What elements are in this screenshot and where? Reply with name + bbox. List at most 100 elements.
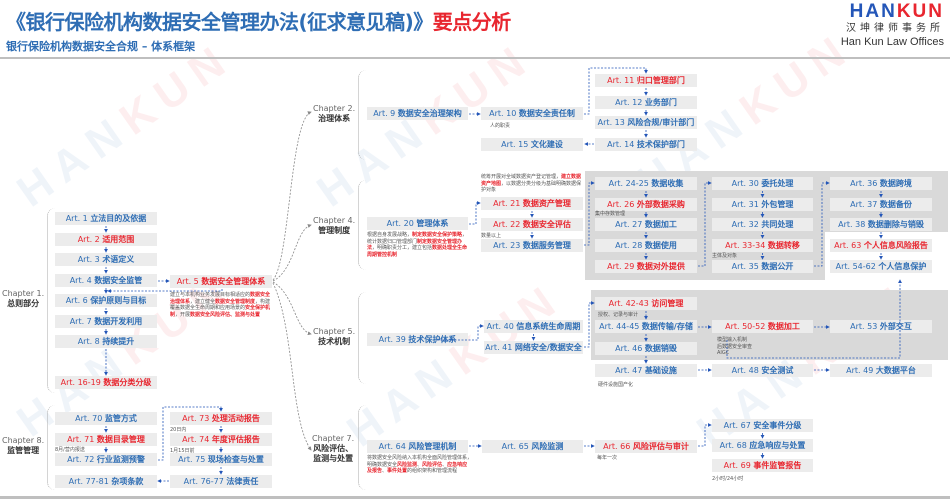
article-4-box: Art. 4 数据安全监管 <box>55 274 157 287</box>
arrow <box>469 201 481 225</box>
article-title: 管理体系 <box>416 219 449 228</box>
article-title: 现场检查与处置 <box>207 455 264 464</box>
article-74-box: Art. 74 年度评估报告 <box>170 433 272 446</box>
article-title: 术语定义 <box>102 255 135 264</box>
article-title: 数据安全治理架构 <box>397 109 462 118</box>
article-74-note: 1月15日前 <box>170 448 195 454</box>
note-segment: 、 <box>442 461 448 468</box>
article-73-box: Art. 73 处理活动报告 <box>170 412 272 425</box>
article-title: 数据公开 <box>761 262 794 271</box>
note-segment: ，明确职责分工，建立包括 <box>372 245 433 251</box>
chapter-8-brace <box>47 405 55 490</box>
article-number: Art. 14 <box>607 140 635 149</box>
article-title: 数据安全监管 <box>94 276 143 285</box>
article-number: Art. 15 <box>501 140 529 149</box>
article-title: 大数据平台 <box>875 366 916 375</box>
article-50-box: Art. 50-52 数据加工 <box>712 320 813 333</box>
article-number: Art. 30 <box>731 179 759 188</box>
article-number: Art. 65 <box>501 442 529 451</box>
article-number: Art. 31 <box>731 200 759 209</box>
arrow <box>698 181 712 267</box>
article-number: Art. 68 <box>719 441 747 450</box>
arrow <box>272 282 312 451</box>
arrow <box>158 406 223 461</box>
article-title: 数据资产管理 <box>522 199 571 208</box>
article-title: 法律责任 <box>226 477 259 486</box>
article-number: Art. 33-34 <box>725 241 766 250</box>
article-title: 数据使用 <box>644 241 677 250</box>
chapter-1-label: Chapter 1.总则部分 <box>2 289 45 308</box>
article-title: 应急响应与处置 <box>749 441 806 450</box>
article-number: Art. 12 <box>615 98 643 107</box>
article-30-box: Art. 30 委托处理 <box>712 177 813 190</box>
article-title: 安全事件分级 <box>753 421 802 430</box>
article-title: 数据收集 <box>651 179 684 188</box>
note-segment: ，统计数据归口管理部门 <box>367 232 468 245</box>
article-65-box: Art. 65 风险监测 <box>482 440 583 453</box>
article-number: Art. 24-25 <box>608 179 649 188</box>
article-36-box: Art. 36 数据跨境 <box>830 177 932 190</box>
article-21-note: 统筹开展对全域数据资产登记管理，建立数据资产地图，以数据分类分级为基础明确数据保… <box>481 174 586 194</box>
note-segment: ，构建覆盖数据全生命周期和应用场景的 <box>170 298 271 312</box>
article-title: 外包管理 <box>761 200 794 209</box>
article-title: 数据删除与销毁 <box>867 220 924 229</box>
article-number: Art. 11 <box>607 76 635 85</box>
arrow <box>814 181 830 267</box>
note-segment: ，建立健全 <box>190 298 216 305</box>
article-title: 业务部门 <box>644 98 677 107</box>
article-39-box: Art. 39 技术保护体系 <box>367 333 468 346</box>
article-37-box: Art. 37 数据备份 <box>830 198 932 211</box>
article-10-note: 人的职责 <box>490 123 511 129</box>
chapter-4-brace <box>358 180 366 270</box>
article-5-note: 建立与本机构业务发展目标相适应的数据安全治理体系，建立健全数据安全管理制度，构建… <box>170 292 275 318</box>
article-title: 数据开发利用 <box>94 317 143 326</box>
article-title: 风险管理机制 <box>408 442 457 451</box>
article-69-note: 2小时/24小时 <box>712 476 744 482</box>
article-title: 基础设施 <box>644 366 677 375</box>
article-number: Art. 47 <box>615 366 643 375</box>
article-title: 数据安全责任制 <box>518 109 575 118</box>
footer-divider <box>0 496 950 499</box>
article-title: 适用范围 <box>102 235 135 244</box>
article-title: 安全测试 <box>761 366 794 375</box>
note-segment: 制定数据安全保护策略 <box>412 232 463 238</box>
article-26-note: 集中存数管理 <box>595 211 626 217</box>
article-number: Art. 41 <box>485 343 513 352</box>
article-title: 保护原则与目标 <box>90 296 147 305</box>
article-10-box: Art. 10 数据安全责任制 <box>481 107 583 120</box>
header-divider <box>0 57 950 59</box>
article-number: Art. 29 <box>607 262 635 271</box>
arrow <box>272 224 312 282</box>
chapter-1-brace <box>47 208 55 393</box>
article-22-box: Art. 22 数据安全评估 <box>481 218 583 231</box>
article-68-box: Art. 68 应急响应与处置 <box>712 439 813 452</box>
article-title: 数据服务管理 <box>522 241 571 250</box>
article-number: Art. 49 <box>846 366 874 375</box>
article-22-note: 数量以上 <box>481 233 502 239</box>
article-number: Art. 13 <box>597 118 625 127</box>
note-segment: 风险监测 <box>397 461 418 468</box>
article-title: 处理活动报告 <box>211 414 260 423</box>
hankun-logo: HANKUN 汉坤律师事务所 Han Kun Law Offices <box>840 1 944 49</box>
article-67-box: Art. 67 安全事件分级 <box>712 419 813 432</box>
article-title: 共同处理 <box>761 220 794 229</box>
article-21-box: Art. 21 数据资产管理 <box>481 197 583 210</box>
article-number: Art. 74 <box>182 435 210 444</box>
chapter-7-label: Chapter 7.风险评估、监测与处置 <box>312 434 355 463</box>
note-segment: 、 <box>417 461 423 468</box>
article-number: Art. 10 <box>489 109 517 118</box>
article-title: 委托处理 <box>761 179 794 188</box>
article-5-box: Art. 5 数据安全管理体系 <box>170 275 272 288</box>
note-segment: 事件处置 <box>387 468 408 474</box>
article-number: Art. 70 <box>75 414 103 423</box>
article-title: 数据加工 <box>767 322 800 331</box>
article-53-box: Art. 53 外部交互 <box>830 320 932 333</box>
article-49-box: Art. 49 大数据平台 <box>830 364 932 377</box>
article-title: 网络安全/数据安全 <box>514 343 582 352</box>
article-41-box: Art. 41 网络安全/数据安全 <box>484 341 583 354</box>
note-segment: 数据安全管理制度 <box>215 298 256 305</box>
article-number: Art. 37 <box>850 200 878 209</box>
article-66-note: 每年一次 <box>597 455 618 461</box>
article-28-box: Art. 28 数据使用 <box>595 239 697 252</box>
